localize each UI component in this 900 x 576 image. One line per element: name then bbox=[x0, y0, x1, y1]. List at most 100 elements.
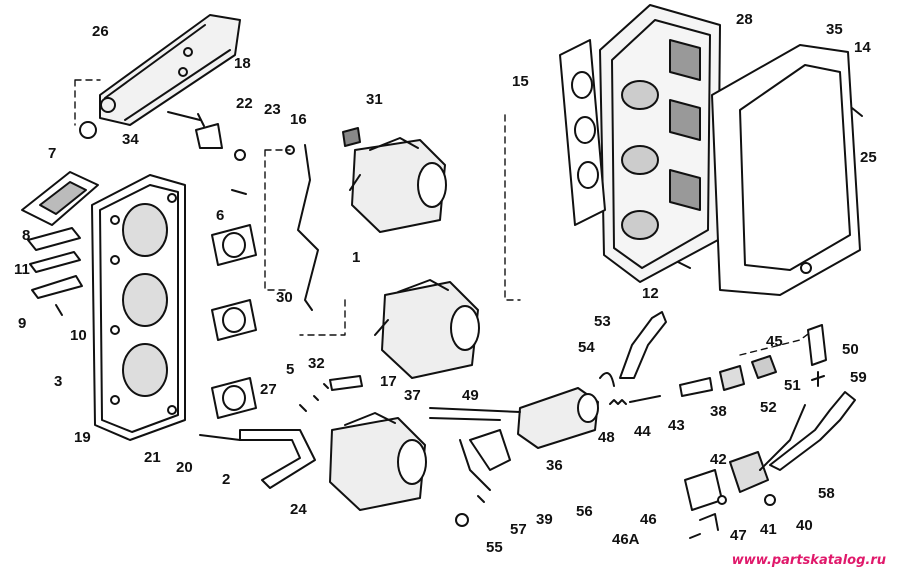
callout-21: 21 bbox=[144, 449, 161, 466]
callout-43: 43 bbox=[668, 417, 685, 434]
screw-12 bbox=[677, 261, 691, 269]
callout-24: 24 bbox=[290, 501, 307, 518]
callout-2: 2 bbox=[222, 471, 231, 488]
plug-34 bbox=[79, 121, 97, 139]
nut-38 bbox=[719, 365, 745, 391]
pump-plate-42 bbox=[684, 469, 723, 511]
callout-7: 7 bbox=[48, 145, 57, 162]
cap-31 bbox=[342, 127, 361, 147]
hose-24 bbox=[239, 429, 316, 489]
callout-39: 39 bbox=[536, 511, 553, 528]
callout-57: 57 bbox=[510, 521, 527, 538]
callout-37: 37 bbox=[404, 387, 421, 404]
callout-41: 41 bbox=[760, 521, 777, 538]
tee-59 bbox=[811, 371, 825, 387]
callout-5: 5 bbox=[286, 361, 295, 378]
gaskets-30 bbox=[211, 224, 257, 419]
screw-18 bbox=[167, 111, 205, 127]
link-17 bbox=[329, 375, 363, 391]
gasket-15 bbox=[559, 39, 606, 226]
fitting-46 bbox=[689, 513, 719, 539]
callout-56: 56 bbox=[576, 503, 593, 520]
callout-12: 12 bbox=[642, 285, 659, 302]
wire-39 bbox=[459, 439, 491, 491]
washer-47 bbox=[717, 495, 727, 505]
hoses-52-58 bbox=[759, 391, 856, 471]
callout-46: 46 bbox=[640, 511, 657, 528]
watermark: www.partskatalog.ru bbox=[731, 553, 886, 568]
callout-36: 36 bbox=[546, 457, 563, 474]
plunger-44 bbox=[629, 395, 661, 403]
callout-58: 58 bbox=[818, 485, 835, 502]
callout-31: 31 bbox=[366, 91, 383, 108]
callout-26: 26 bbox=[92, 23, 109, 40]
pump-body-41 bbox=[729, 451, 769, 493]
spring-48 bbox=[609, 399, 627, 405]
callout-45: 45 bbox=[766, 333, 783, 350]
silencer-front-cover bbox=[711, 44, 861, 296]
callout-18: 18 bbox=[234, 55, 251, 72]
reed-valve-assembly bbox=[21, 171, 99, 316]
screw-23 bbox=[234, 149, 246, 161]
callout-8: 8 bbox=[22, 227, 31, 244]
callout-20: 20 bbox=[176, 459, 193, 476]
callout-38: 38 bbox=[710, 403, 727, 420]
callout-35: 35 bbox=[826, 21, 843, 38]
linkage-rod bbox=[297, 144, 319, 311]
callout-51: 51 bbox=[784, 377, 801, 394]
callout-54: 54 bbox=[578, 339, 595, 356]
screw-55 bbox=[455, 513, 469, 527]
callout-14: 14 bbox=[854, 39, 871, 56]
clip-54 bbox=[599, 372, 615, 387]
callout-59: 59 bbox=[850, 369, 867, 386]
callout-25: 25 bbox=[860, 149, 877, 166]
callout-17: 17 bbox=[380, 373, 397, 390]
bolt-57 bbox=[477, 495, 485, 503]
callout-46A: 46A bbox=[612, 531, 640, 548]
tube-50 bbox=[807, 324, 827, 366]
screw-25 bbox=[851, 107, 863, 117]
callout-28: 28 bbox=[736, 11, 753, 28]
callout-52: 52 bbox=[760, 399, 777, 416]
callout-32: 32 bbox=[308, 355, 325, 372]
callout-1: 1 bbox=[352, 249, 361, 266]
callout-40: 40 bbox=[796, 517, 813, 534]
silencer-base bbox=[599, 4, 721, 283]
callout-16: 16 bbox=[290, 111, 307, 128]
cap-45 bbox=[751, 355, 777, 379]
silencer-cover bbox=[99, 14, 241, 126]
callout-44: 44 bbox=[634, 423, 651, 440]
callout-53: 53 bbox=[594, 313, 611, 330]
callout-47: 47 bbox=[730, 527, 747, 544]
callout-15: 15 bbox=[512, 73, 529, 90]
bracket-22 bbox=[195, 123, 223, 149]
callout-22: 22 bbox=[236, 95, 253, 112]
primer-solenoid-36 bbox=[517, 387, 599, 449]
callout-10: 10 bbox=[70, 327, 87, 344]
callout-11: 11 bbox=[14, 261, 30, 278]
carburetor-bottom bbox=[329, 412, 427, 511]
callout-50: 50 bbox=[842, 341, 859, 358]
intake-manifold-plate bbox=[91, 174, 186, 441]
sleeve-43 bbox=[679, 377, 713, 397]
callout-27: 27 bbox=[260, 381, 277, 398]
screw-27-5-32 bbox=[299, 383, 329, 412]
callout-6: 6 bbox=[216, 207, 225, 224]
callout-9: 9 bbox=[18, 315, 27, 332]
washer-40 bbox=[764, 494, 776, 506]
callout-3: 3 bbox=[54, 373, 63, 390]
bracket-56 bbox=[469, 429, 511, 471]
carburetor-top bbox=[349, 137, 447, 233]
fuel-hose-53 bbox=[619, 311, 667, 379]
callout-48: 48 bbox=[598, 429, 615, 446]
callout-30: 30 bbox=[276, 289, 293, 306]
screw-6 bbox=[231, 189, 247, 195]
fitting-37-49 bbox=[429, 407, 521, 421]
callout-55: 55 bbox=[486, 539, 503, 556]
callout-19: 19 bbox=[74, 429, 91, 446]
callout-42: 42 bbox=[710, 451, 727, 468]
callout-23: 23 bbox=[264, 101, 281, 118]
carburetor-middle bbox=[374, 279, 480, 379]
